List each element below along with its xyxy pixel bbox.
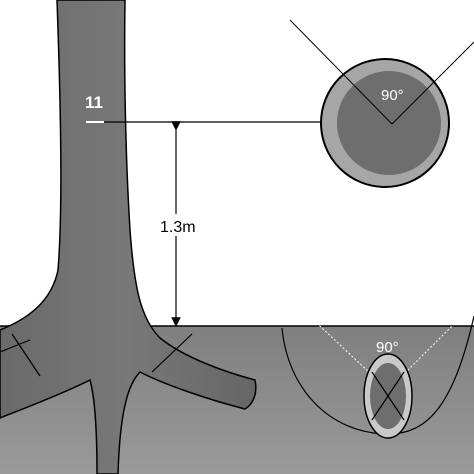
root-cut-line — [0, 339, 31, 353]
cross-section-inner — [337, 71, 441, 175]
height-label-bg — [158, 214, 208, 236]
angle-label-bottom: 90° — [376, 339, 399, 356]
root-angle-ray-right-inner — [371, 371, 405, 421]
root-angle-ray-left — [287, 295, 389, 391]
angle-ray-right — [391, 41, 474, 125]
root-cut-line — [11, 333, 41, 377]
angle-label-top: 90° — [381, 87, 404, 104]
angle-ray-left — [289, 19, 393, 125]
trunk-cross-section: 90° — [289, 19, 474, 188]
root-cross-section: 90° — [287, 295, 474, 439]
tree-number-label: 11 — [85, 93, 103, 112]
tree-trunk — [0, 0, 257, 474]
height-label: 1.3m — [160, 219, 196, 236]
root-cut-line — [151, 333, 193, 373]
